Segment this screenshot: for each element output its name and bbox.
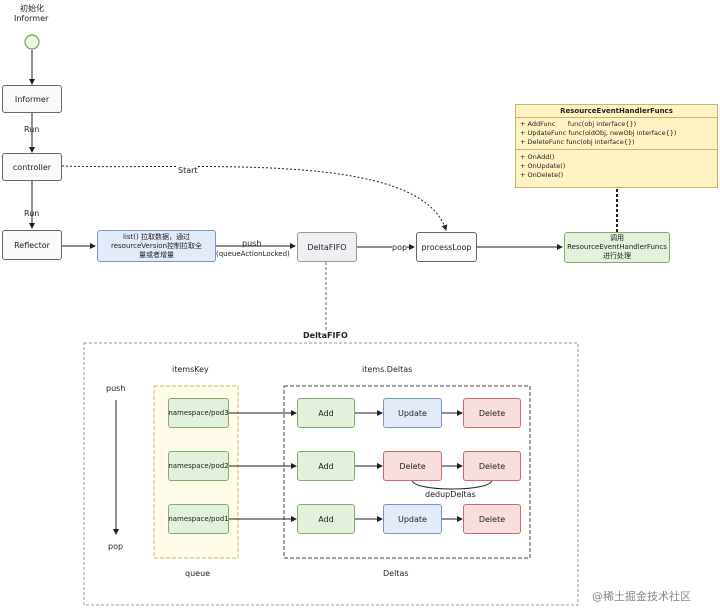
- handler-funcs-methods: + OnAdd() + OnUpdate() + OnDelete(): [516, 150, 717, 183]
- field-add: + AddFunc func(obj interface{}): [520, 120, 637, 128]
- push-label: push: [106, 384, 126, 393]
- delta-add-2: Add: [297, 451, 355, 481]
- run-label-2: Run: [24, 209, 40, 218]
- deltafifo-node: DeltaFIFO: [297, 232, 357, 262]
- delta-add-3: Add: [297, 504, 355, 534]
- list-note-line1: list() 拉取数据，通过: [123, 232, 190, 241]
- queue-key-1: namespace/pod3: [168, 398, 229, 428]
- delta-delete-3: Delete: [463, 504, 521, 534]
- run-label-1: Run: [24, 125, 40, 134]
- handler-call-node: 调用 ResourceEventHandlerFuncs 进行处理: [564, 232, 670, 263]
- dedup-label: dedupDeltas: [425, 490, 476, 499]
- handler-funcs-title: ResourceEventHandlerFuncs: [516, 105, 717, 118]
- handler-funcs-fields: + AddFunc func(obj interface{}) + Update…: [516, 118, 717, 150]
- pop-label: pop: [108, 542, 124, 551]
- queue-key-3: namespace/pod1: [168, 504, 229, 534]
- list-note-line2: resourceVersion控制拉取全: [110, 241, 203, 250]
- delta-delete-2a: Delete: [383, 451, 442, 481]
- itemskey-label: itemsKey: [172, 365, 209, 374]
- method-ondelete: + OnDelete(): [520, 171, 564, 179]
- init-label-line2: Informer: [14, 14, 49, 23]
- handler-call-line3: 进行处理: [603, 252, 631, 260]
- deltas-area: [283, 385, 531, 559]
- controller-node: controller: [2, 153, 62, 181]
- push-edge-label-1: push: [242, 239, 262, 248]
- informer-node: Informer: [2, 85, 62, 113]
- queue-key-2: namespace/pod2: [168, 451, 229, 481]
- deltas-label: Deltas: [383, 569, 409, 578]
- queue-label: queue: [185, 569, 211, 578]
- init-label-line1: 初始化: [20, 4, 44, 13]
- fifo-title: DeltaFIFO: [303, 331, 348, 340]
- list-note-node: list() 拉取数据，通过 resourceVersion控制拉取全 量或者增…: [97, 230, 216, 262]
- handler-call-line1: 调用: [610, 234, 624, 242]
- delta-update-1: Update: [383, 398, 442, 428]
- start-circle: [24, 34, 40, 50]
- reflector-node: Reflector: [2, 230, 62, 260]
- list-note-line3: 量或者增量: [139, 250, 174, 259]
- watermark: @稀土掘金技术社区: [592, 590, 691, 603]
- fifo-container: [83, 342, 579, 606]
- method-onupdate: + OnUpdate(): [520, 162, 566, 170]
- start-edge-label: Start: [178, 166, 198, 175]
- field-delete: + DeleteFunc func(obj interface{}): [520, 138, 635, 146]
- itemsdeltas-label: items.Deltas: [362, 365, 413, 374]
- push-edge-label-2: (queueActionLocked): [216, 250, 290, 258]
- pop-edge-label: pop: [392, 243, 408, 252]
- delta-delete-1: Delete: [463, 398, 521, 428]
- delta-add-1: Add: [297, 398, 355, 428]
- field-update: + UpdateFunc func(oldObj, newObj interfa…: [520, 129, 677, 137]
- handler-call-line2: ResourceEventHandlerFuncs: [567, 243, 667, 251]
- delta-update-3: Update: [383, 504, 442, 534]
- delta-delete-2b: Delete: [463, 451, 521, 481]
- processloop-node: processLoop: [416, 232, 477, 262]
- handler-funcs-class: ResourceEventHandlerFuncs + AddFunc func…: [515, 104, 718, 188]
- method-onadd: + OnAdd(): [520, 153, 555, 161]
